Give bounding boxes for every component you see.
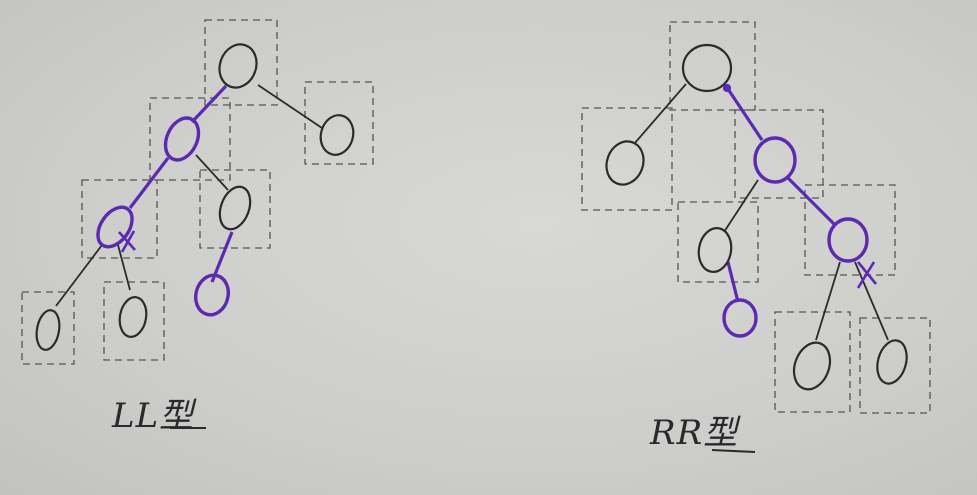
- ll-box-leaf-1: [21, 291, 75, 365]
- ll-tree: [21, 19, 374, 365]
- rr-caption-underline: [711, 449, 756, 453]
- rr-node-right-child: [753, 136, 797, 184]
- rr-node-inserted: [722, 298, 758, 338]
- rr-edge-root-right: [724, 85, 764, 141]
- ll-node-left-grandchild: [96, 205, 134, 249]
- rr-edge-gc-leaf1: [815, 261, 841, 341]
- ll-edge-gc-leaf1: [55, 244, 103, 307]
- ll-box-left-grandchild: [81, 179, 158, 259]
- rr-box-right-child: [734, 109, 824, 199]
- rr-tree: [581, 21, 931, 414]
- rr-box-root: [669, 21, 756, 111]
- rr-caption: RR型: [650, 413, 739, 453]
- ll-box-left-child-right: [199, 169, 271, 249]
- ll-node-inserted: [194, 273, 230, 317]
- rr-imbalance-cross: [856, 261, 878, 289]
- ll-imbalance-cross: [118, 230, 136, 253]
- rr-edge-new-node: [726, 261, 740, 303]
- ll-node-leaf-1: [35, 309, 61, 351]
- ll-edge-gc-leaf2: [117, 244, 131, 291]
- rr-box-right-grandchild: [804, 184, 896, 276]
- rr-node-root-dot: [722, 83, 732, 93]
- ll-edge-left-grandchild: [128, 157, 170, 209]
- ll-node-leaf-2: [118, 296, 148, 338]
- ll-box-right-leaf: [304, 81, 374, 165]
- rr-box-leaf-2: [859, 317, 931, 414]
- rr-node-root: [681, 43, 733, 93]
- ll-caption: LL型: [112, 396, 195, 436]
- rr-edge-root-left: [633, 83, 687, 145]
- rr-edge-right-grandchild: [786, 176, 837, 227]
- rr-box-leaf-1: [774, 311, 851, 413]
- rr-node-leaf-1: [792, 341, 832, 391]
- ll-node-root: [218, 43, 258, 89]
- rr-box-left-leaf: [581, 107, 673, 211]
- rr-node-left-leaf: [605, 140, 645, 186]
- ll-box-leaf-2: [103, 281, 165, 361]
- ll-box-root: [204, 19, 278, 106]
- ll-edge-root-left: [190, 84, 228, 124]
- ll-node-left-child: [163, 116, 201, 162]
- ll-edge-root-right: [257, 84, 323, 129]
- ll-node-right-leaf: [319, 114, 355, 156]
- rr-box-right-child-left: [677, 201, 759, 283]
- ll-box-left-child: [149, 97, 231, 181]
- rr-node-right-grandchild: [827, 217, 869, 263]
- rr-node-leaf-2: [876, 339, 908, 385]
- ll-node-left-child-right: [218, 185, 252, 231]
- rr-edge-gc-leaf2: [854, 261, 889, 341]
- rr-edge-right-left: [723, 179, 759, 233]
- ll-edge-left-right: [195, 154, 229, 191]
- rr-node-right-child-left: [697, 227, 733, 273]
